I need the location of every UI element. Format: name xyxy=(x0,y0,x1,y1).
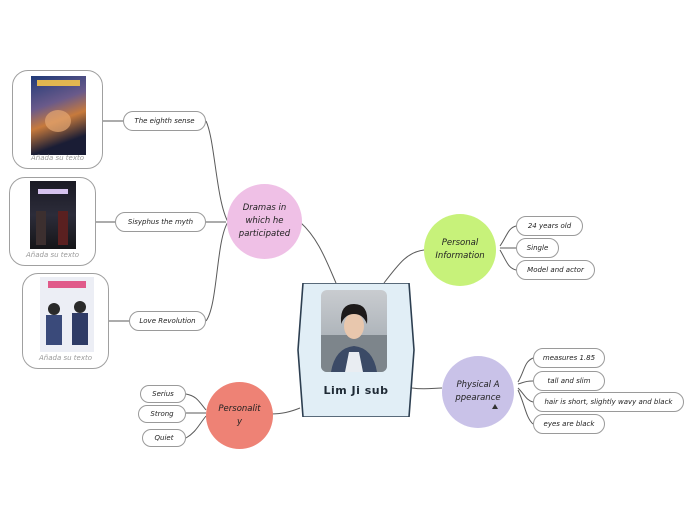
drama-item-love-revolution[interactable]: Love Revolution xyxy=(129,311,206,331)
poster-image-the-eighth-sense xyxy=(31,76,86,155)
poster-image-sisyphus xyxy=(30,181,76,249)
drama-item-the-eighth-sense[interactable]: The eighth sense xyxy=(123,111,206,131)
poster-image-love-revolution xyxy=(40,277,94,352)
personality-topic-label: Personality xyxy=(218,403,261,427)
personality-item-serius[interactable]: Serius xyxy=(140,385,186,403)
central-photo xyxy=(321,290,387,372)
personal-item-status[interactable]: Single xyxy=(516,238,559,258)
drama-card-love-revolution[interactable]: Añada su texto xyxy=(22,273,109,369)
drama-card-sisyphus[interactable]: Añada su texto xyxy=(9,177,96,266)
drama-card-caption: Añada su texto xyxy=(38,354,92,362)
personal-item-age[interactable]: 24 years old xyxy=(516,216,583,236)
collapse-toggle-icon[interactable] xyxy=(492,404,498,409)
personality-topic[interactable]: Personality xyxy=(206,382,273,449)
personality-item-strong[interactable]: Strong xyxy=(138,405,186,423)
personality-item-quiet[interactable]: Quiet xyxy=(142,429,186,447)
drama-item-sisyphus[interactable]: Sisyphus the myth xyxy=(115,212,206,232)
central-topic-title: Lim Ji sub xyxy=(323,384,389,397)
drama-card-caption: Añada su texto xyxy=(30,154,84,162)
physical-item-height[interactable]: measures 1.85 xyxy=(533,348,605,368)
personal-info-topic[interactable]: Personal Information xyxy=(424,214,496,286)
physical-item-build[interactable]: tall and slim xyxy=(533,371,605,391)
dramas-topic[interactable]: Dramas in which he participated xyxy=(227,184,302,259)
physical-item-hair[interactable]: hair is short, slightly wavy and black xyxy=(533,392,684,412)
physical-item-eyes[interactable]: eyes are black xyxy=(533,414,605,434)
drama-card-caption: Añada su texto xyxy=(25,251,79,259)
physical-appearance-topic[interactable]: Physical Appearance xyxy=(442,356,514,428)
personal-item-occupation[interactable]: Model and actor xyxy=(516,260,595,280)
dramas-topic-label: Dramas in which he participated xyxy=(238,203,291,239)
personal-info-topic-label: Personal Information xyxy=(435,238,485,261)
drama-card-the-eighth-sense[interactable]: Añada su texto xyxy=(12,70,103,169)
physical-appearance-topic-label: Physical Appearance xyxy=(455,380,501,403)
